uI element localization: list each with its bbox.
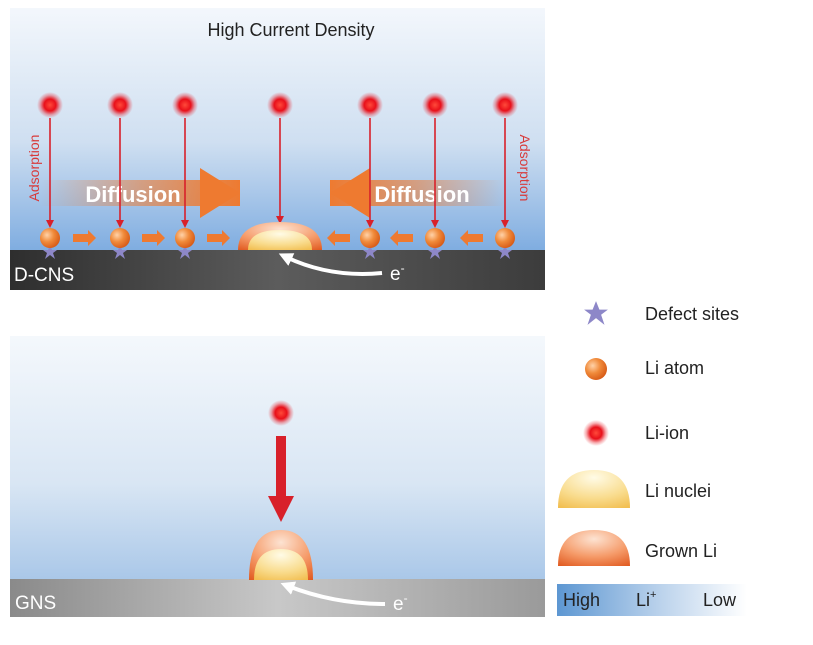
concentration-gradient-bar: [557, 584, 747, 616]
diffusion-small-arrow: [207, 230, 230, 246]
li-atom-icon: [585, 358, 607, 380]
gns-label: GNS: [15, 593, 56, 614]
li-atom-icon: [110, 228, 130, 248]
star-icon: [113, 245, 127, 259]
surface-diffusion-arrows: [73, 230, 483, 246]
li-concentration-scale: High Li+ Low: [557, 584, 747, 616]
li-atom-icon: [425, 228, 445, 248]
diffusion-label-left: Diffusion: [85, 182, 180, 207]
top-panel-background: [10, 8, 545, 252]
diffusion-label-right: Diffusion: [374, 182, 469, 207]
li-atom-icon: [40, 228, 60, 248]
diffusion-small-arrow: [73, 230, 96, 246]
legend: Defect sites Li atom Li-ion Li nuclei Gr…: [557, 301, 747, 616]
li-ion-icon: [172, 92, 198, 118]
li-atoms: [40, 228, 515, 248]
li-atom-icon: [360, 228, 380, 248]
li-nuclei-dome: [248, 230, 312, 250]
gradient-mid-label: Li+: [636, 589, 656, 610]
legend-label: Li atom: [645, 358, 704, 378]
diffusion-small-arrow: [142, 230, 165, 246]
deposition-arrow-head: [268, 496, 294, 522]
li-ion-icon: [37, 92, 63, 118]
li-atom-icon: [495, 228, 515, 248]
legend-item-li-atom: Li atom: [585, 358, 704, 380]
legend-label: Li nuclei: [645, 481, 711, 501]
star-icon: [498, 245, 512, 259]
star-icon: [584, 301, 608, 325]
legend-label: Grown Li: [645, 541, 717, 561]
li-ion-icon: [268, 400, 294, 426]
top-panel: High Current Density Diffusion Diffusion…: [10, 8, 545, 290]
adsorption-label-left: Adsorption: [26, 135, 42, 202]
top-panel-title: High Current Density: [207, 20, 374, 40]
li-ion-icon: [107, 92, 133, 118]
gradient-high-label: High: [563, 590, 600, 610]
diffusion-arrow-right: [330, 168, 370, 218]
diffusion-arrow-left: [200, 168, 240, 218]
legend-item-li-ion: Li-ion: [583, 420, 689, 446]
gradient-low-label: Low: [703, 590, 737, 610]
li-ion-icon: [357, 92, 383, 118]
electron-label: e-: [390, 261, 405, 285]
li-ions-top: [37, 92, 518, 118]
d-cns-substrate: [10, 250, 545, 290]
legend-label: Defect sites: [645, 304, 739, 324]
adsorption-arrows: [46, 118, 509, 228]
electron-arrow: [278, 253, 383, 276]
li-ion-icon: [267, 92, 293, 118]
legend-item-defect-sites: Defect sites: [584, 301, 739, 325]
adsorption-label-right: Adsorption: [517, 135, 533, 202]
electron-label: e-: [393, 591, 408, 615]
gns-substrate: [10, 579, 545, 617]
star-icon: [43, 245, 57, 259]
electron-arrow: [280, 581, 386, 606]
legend-item-grown-li: Grown Li: [558, 530, 717, 566]
star-icon: [178, 245, 192, 259]
star-icon: [428, 245, 442, 259]
bottom-panel: GNS e-: [10, 336, 545, 617]
grown-li-icon: [558, 530, 630, 566]
legend-label: Li-ion: [645, 423, 689, 443]
li-nuclei-dome: [254, 549, 308, 580]
diffusion-small-arrow: [390, 230, 413, 246]
d-cns-label: D-CNS: [14, 265, 74, 286]
li-ion-icon: [492, 92, 518, 118]
deposition-arrow-shaft: [276, 436, 286, 498]
defect-sites: [43, 245, 512, 259]
li-ion-icon: [583, 420, 609, 446]
diffusion-small-arrow: [327, 230, 350, 246]
li-atom-icon: [175, 228, 195, 248]
star-icon: [363, 245, 377, 259]
diffusion-small-arrow: [460, 230, 483, 246]
li-nuclei-icon: [558, 470, 630, 508]
legend-item-li-nuclei: Li nuclei: [558, 470, 711, 508]
li-ion-icon: [422, 92, 448, 118]
